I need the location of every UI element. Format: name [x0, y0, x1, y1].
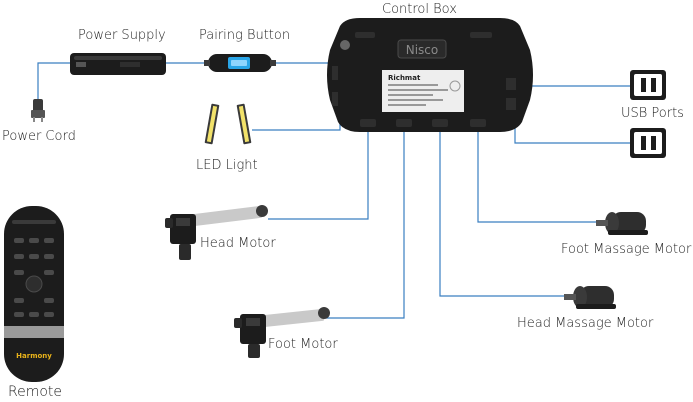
pairing-button-label: Pairing Button [199, 28, 291, 43]
remote-label: Remote [8, 384, 63, 400]
foot-motor-label: Foot Motor [268, 337, 338, 352]
wire-led-light [252, 100, 341, 131]
head-massage-motor-label: Head Massage Motor [517, 316, 654, 331]
remote-icon: Harmony [4, 206, 64, 382]
foot-massage-motor-icon [596, 212, 648, 235]
wire-foot-massage-motor [477, 127, 608, 223]
wire-head-motor [268, 127, 369, 220]
head-motor-label: Head Motor [200, 236, 276, 251]
control-box-brand-logo: Nisco [406, 43, 439, 57]
head-massage-motor-icon [564, 286, 616, 309]
pairing-button-icon [204, 54, 276, 72]
head-motor-icon [165, 205, 268, 260]
power-cord-label: Power Cord [2, 129, 76, 144]
power-plug-icon [31, 99, 45, 122]
control-box-label: Control Box [382, 2, 457, 17]
wire-power-cord [37, 62, 70, 100]
foot-motor-icon [234, 307, 330, 358]
power-supply-label: Power Supply [78, 28, 166, 43]
usb-port-bottom-icon [630, 128, 666, 158]
wire-usb-port-bottom [514, 105, 630, 144]
usb-port-top-icon [630, 70, 666, 100]
usb-ports-label: USB Ports [621, 106, 684, 121]
power-supply-icon [70, 53, 166, 75]
led-light-icon [204, 103, 252, 145]
wire-foot-motor [325, 127, 405, 319]
control-box-icon: Nisco Richmat [327, 18, 533, 132]
foot-massage-motor-label: Foot Massage Motor [561, 242, 692, 257]
remote-brand-logo: Harmony [16, 352, 52, 360]
control-box-sticker-brand: Richmat [388, 74, 421, 82]
wire-head-massage-motor [439, 127, 568, 297]
led-light-label: LED Light [196, 158, 258, 173]
